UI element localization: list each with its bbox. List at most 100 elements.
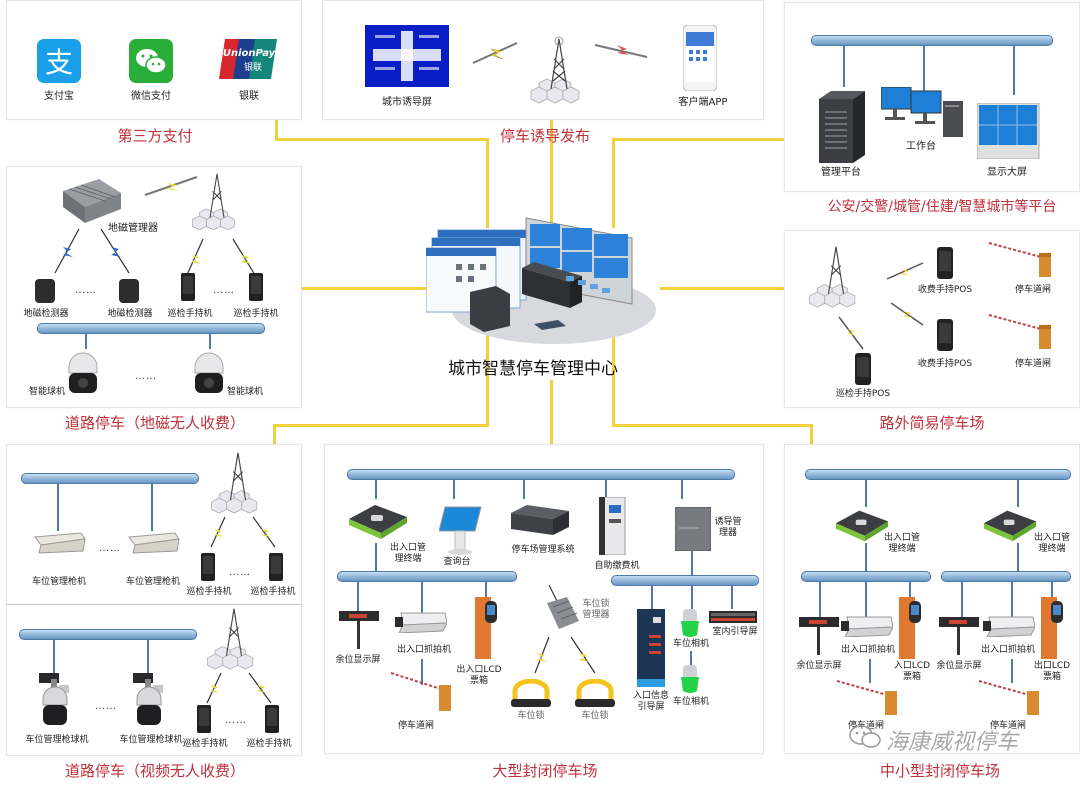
lcd-ticket-box-icon [897, 595, 923, 661]
connector-small-drop [810, 424, 813, 446]
title-government-platform: 公安/交警/城管/住建/智慧城市等平台 [827, 199, 1057, 215]
guidance-controller-icon [675, 507, 711, 551]
label-unionpay: 银联 [239, 91, 259, 102]
handheld-icon [181, 273, 195, 301]
bus-drop [357, 581, 359, 611]
indoor-guidance-screen-icon [709, 611, 757, 623]
dome-camera-icon [65, 347, 101, 395]
self-pay-machine-icon [599, 497, 629, 555]
unionpay-logo-sub: 银联 [244, 61, 262, 73]
label-lcd-ticket-box: 出口LCD票箱 [1033, 661, 1071, 683]
parking-lock-icon [575, 679, 615, 709]
label-dome-camera: 智能球机 [28, 387, 65, 397]
bus-drop [843, 45, 845, 87]
handheld-icon [201, 553, 215, 581]
video-wall-icon [977, 103, 1041, 159]
title-road-geomagnetic: 道路停车（地磁无人收费） [64, 414, 245, 432]
bus-drop [209, 333, 211, 349]
title-guidance-publish: 停车诱导发布 [499, 127, 590, 145]
label-barrier-gate: 停车道闸 [397, 721, 434, 731]
label-server-rack: 管理平台 [821, 167, 861, 178]
handheld-icon [269, 553, 283, 581]
bus-drop [865, 543, 867, 571]
bus-drop [147, 639, 149, 675]
network-bus [611, 575, 759, 586]
label-mobile-app: 客户端APP [678, 97, 728, 108]
label-capture-camera: 出入口抓拍机 [980, 645, 1035, 655]
label-handheld: 巡检手持机 [167, 309, 213, 319]
cell-tower-icon [527, 35, 591, 105]
management-server-icon [511, 503, 569, 535]
label-bullet-camera: 车位管理枪机 [125, 577, 180, 587]
center-title: 城市智慧停车管理中心 [448, 359, 618, 379]
bus-drop [85, 333, 87, 349]
capture-camera-icon [983, 615, 1035, 637]
barrier-gate-icon [987, 313, 1053, 351]
management-center-illustration [426, 208, 662, 348]
bus-drop [151, 483, 153, 531]
connector-small-v [612, 330, 615, 426]
lightning-icon [885, 261, 925, 281]
label-barrier-gate: 停车道闸 [989, 721, 1026, 731]
label-bullet-camera: 车位管理枪机 [31, 577, 86, 587]
bus-drop [961, 581, 963, 617]
cell-tower-icon [203, 605, 265, 671]
handheld-icon [249, 273, 263, 301]
wireless-link-icon [183, 237, 263, 277]
bus-drop [819, 581, 821, 617]
workstation-icon [881, 87, 965, 139]
geomagnetic-detector-icon [35, 279, 55, 303]
panel-road-geomagnetic: 地磁管理器 …… …… 地磁检测器 地磁检测器 巡检手持机 巡检手持机 …… 智… [6, 166, 302, 408]
bus-drop [1017, 479, 1019, 507]
bullet-camera-icon [33, 531, 87, 555]
ellipsis: …… [225, 715, 247, 726]
connector-road-video-drop [273, 424, 276, 446]
label-handheld: 巡检手持机 [250, 587, 296, 597]
barrier-gate-icon [987, 241, 1053, 279]
capture-camera-icon [395, 611, 447, 633]
mobile-app-icon [683, 25, 717, 91]
vacancy-display-icon [799, 617, 839, 657]
connector-road-video-h [273, 424, 489, 427]
bullet-camera-icon [127, 531, 181, 555]
lock-manager-icon [543, 585, 583, 637]
connector-payment-v [486, 138, 489, 228]
svg-text:支: 支 [45, 46, 73, 79]
panel-small-closed: 出入口管理终端 出入口管理终端 余位显示屏 出入口抓拍机 入口LCD票箱 停车道… [784, 444, 1080, 754]
label-indoor-guidance-screen: 室内引导屏 [712, 627, 758, 637]
ellipsis: …… [75, 285, 97, 296]
spot-camera-icon [681, 609, 699, 637]
entry-terminal-icon [979, 507, 1041, 543]
bus-drop [731, 585, 733, 609]
label-capture-camera: 出入口抓拍机 [840, 645, 895, 655]
connector-guidance [550, 118, 553, 228]
connector-gov-h [612, 138, 784, 141]
lightning-icon [593, 41, 649, 61]
lightning-icon [143, 175, 199, 197]
bus-drop [57, 483, 59, 531]
label-dome-camera: 智能球机 [226, 387, 263, 397]
bus-drop [1011, 659, 1013, 683]
connector-road-video-v [486, 330, 489, 426]
title-offstreet-simple: 路外简易停车场 [879, 414, 985, 432]
label-wechat-pay: 微信支付 [131, 91, 171, 102]
bus-drop [691, 585, 693, 609]
label-lock-manager: 车位锁管理器 [582, 599, 610, 621]
wireless-link-icon [531, 635, 611, 675]
label-parking-lock: 车位锁 [581, 711, 609, 721]
capture-camera-icon [841, 615, 893, 637]
panel-guidance-publish: 城市诱导屏 客户端APP [322, 0, 764, 120]
spot-camera-icon [681, 665, 699, 693]
pos-terminal-icon [937, 247, 953, 279]
connector-payment-h [275, 138, 488, 141]
ellipsis: …… [99, 543, 121, 554]
label-bullet-dome-camera: 车位管理枪球机 [25, 735, 89, 745]
bus-drop [691, 551, 693, 577]
ellipsis: …… [213, 285, 235, 296]
label-gate: 停车道闸 [1014, 285, 1051, 295]
bus-drop [375, 543, 377, 573]
ellipsis: …… [135, 371, 157, 382]
connector-small-h [612, 424, 812, 427]
wechat-pay-icon [129, 39, 173, 83]
